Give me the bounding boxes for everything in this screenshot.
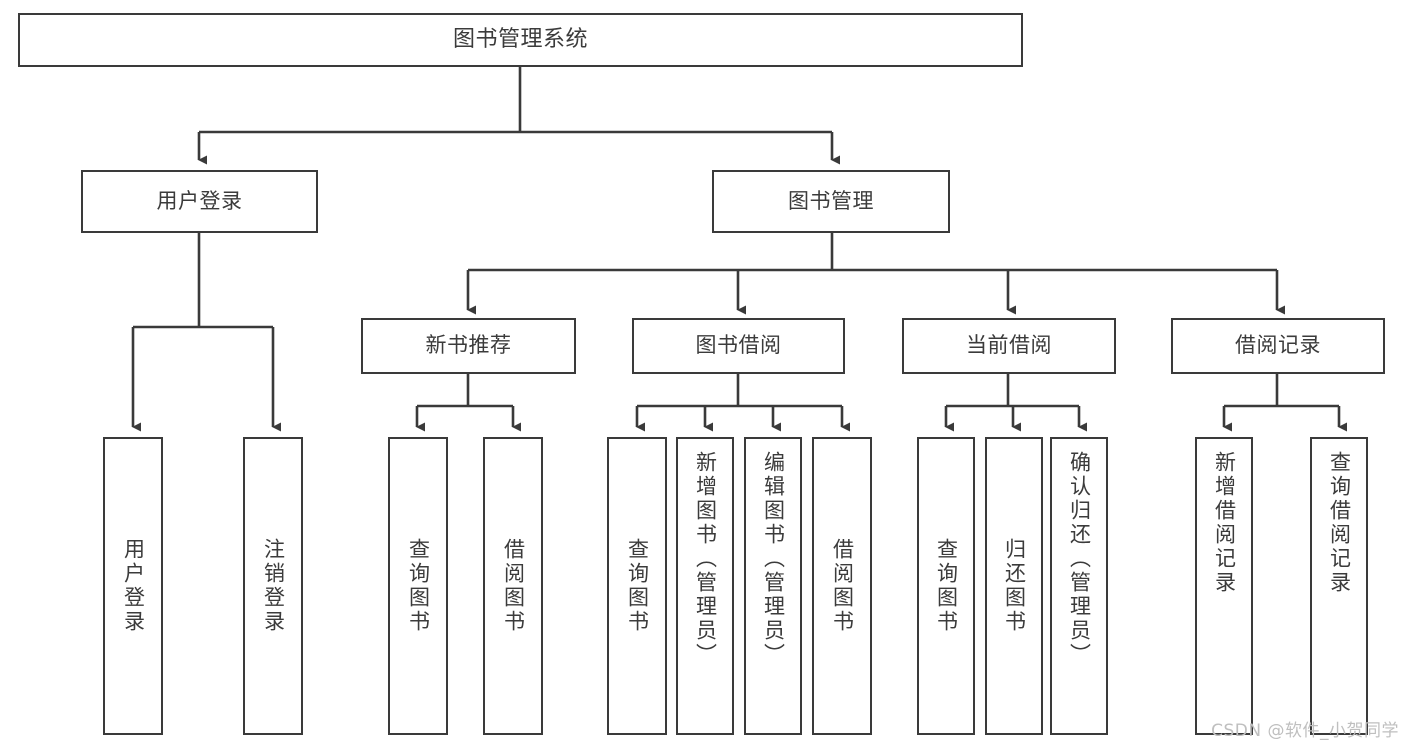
node-label: 查询图书 bbox=[625, 538, 650, 634]
node-label: 新增图书（管理员） bbox=[693, 451, 718, 667]
node-leaf-borrow-book-2[interactable]: 借阅图书 bbox=[812, 437, 872, 735]
watermark: CSDN @软件_小贺同学 bbox=[1211, 721, 1399, 741]
node-new-book-recommend[interactable]: 新书推荐 bbox=[361, 318, 576, 374]
node-book-borrow[interactable]: 图书借阅 bbox=[632, 318, 845, 374]
node-label: 当前借阅 bbox=[966, 333, 1052, 358]
node-label: 归还图书 bbox=[1002, 538, 1027, 634]
node-label: 查询图书 bbox=[406, 538, 431, 634]
node-leaf-query-book-2[interactable]: 查询图书 bbox=[607, 437, 667, 735]
node-label: 新增借阅记录 bbox=[1212, 451, 1237, 595]
node-leaf-confirm-return[interactable]: 确认归还（管理员） bbox=[1050, 437, 1108, 735]
node-label: 借阅记录 bbox=[1235, 333, 1321, 358]
node-label: 编辑图书（管理员） bbox=[761, 451, 786, 667]
node-label: 查询图书 bbox=[934, 538, 959, 634]
node-leaf-query-book-1[interactable]: 查询图书 bbox=[388, 437, 448, 735]
node-current-borrow[interactable]: 当前借阅 bbox=[902, 318, 1116, 374]
node-borrow-record[interactable]: 借阅记录 bbox=[1171, 318, 1385, 374]
node-label: 图书管理系统 bbox=[452, 26, 588, 52]
node-leaf-return-book[interactable]: 归还图书 bbox=[985, 437, 1043, 735]
node-label: 查询借阅记录 bbox=[1327, 451, 1352, 595]
node-label: 用户登录 bbox=[156, 188, 243, 213]
node-user-login[interactable]: 用户登录 bbox=[81, 170, 318, 233]
node-leaf-user-login[interactable]: 用户登录 bbox=[103, 437, 163, 735]
node-label: 借阅图书 bbox=[501, 538, 526, 634]
node-label: 图书管理 bbox=[788, 188, 874, 213]
node-leaf-query-book-3[interactable]: 查询图书 bbox=[917, 437, 975, 735]
node-label: 确认归还（管理员） bbox=[1067, 451, 1092, 667]
node-label: 借阅图书 bbox=[830, 538, 855, 634]
node-book-manage[interactable]: 图书管理 bbox=[712, 170, 950, 233]
node-leaf-edit-book[interactable]: 编辑图书（管理员） bbox=[744, 437, 802, 735]
node-label: 注销登录 bbox=[261, 538, 286, 634]
node-leaf-user-logout[interactable]: 注销登录 bbox=[243, 437, 303, 735]
node-leaf-query-record[interactable]: 查询借阅记录 bbox=[1310, 437, 1368, 735]
node-leaf-add-book[interactable]: 新增图书（管理员） bbox=[676, 437, 734, 735]
node-leaf-borrow-book-1[interactable]: 借阅图书 bbox=[483, 437, 543, 735]
node-label: 图书借阅 bbox=[695, 333, 782, 358]
node-label: 用户登录 bbox=[121, 538, 146, 634]
node-root-book-management-system[interactable]: 图书管理系统 bbox=[18, 13, 1023, 67]
node-label: 新书推荐 bbox=[425, 333, 512, 358]
node-leaf-add-record[interactable]: 新增借阅记录 bbox=[1195, 437, 1253, 735]
